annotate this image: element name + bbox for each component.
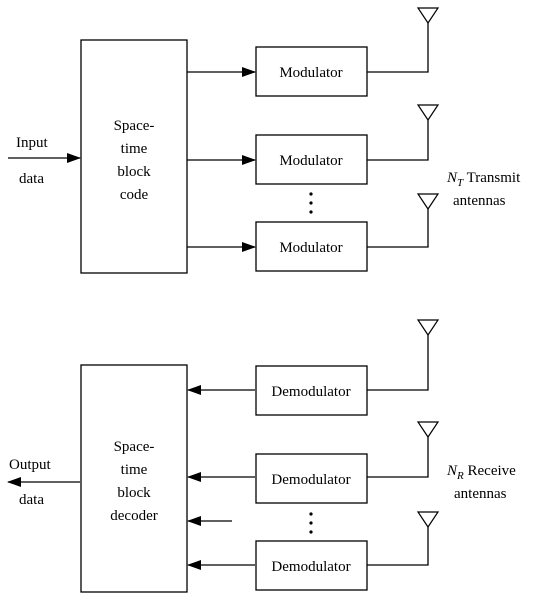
decoder-label-line-4: decoder bbox=[110, 508, 157, 524]
receiver-section: Output data Space- time block decoder De… bbox=[7, 319, 516, 593]
decoder-label-line-3: block bbox=[117, 485, 151, 501]
encoder-label-line-2: time bbox=[121, 141, 148, 157]
antenna-2-to-demodulator-wire bbox=[367, 437, 429, 478]
modulator-1-to-antenna-wire bbox=[367, 23, 429, 73]
modulator-3-to-antenna-wire bbox=[367, 209, 429, 248]
transmit-antenna-2-icon bbox=[416, 104, 440, 122]
demodulator-1-box bbox=[255, 365, 368, 416]
modulator-2-to-antenna-wire bbox=[367, 120, 429, 161]
transmit-antenna-3-icon bbox=[416, 193, 440, 211]
output-label: Output bbox=[9, 457, 52, 473]
modulator-1-label: Modulator bbox=[279, 65, 342, 81]
modulator-2-box bbox=[255, 134, 368, 185]
space-time-block-code-box bbox=[80, 39, 188, 274]
transmit-antenna-1-icon bbox=[416, 7, 440, 25]
transmit-antenna-subscript: T bbox=[457, 177, 464, 189]
modulator-2-label: Modulator bbox=[279, 153, 342, 169]
demodulator-2-label: Demodulator bbox=[271, 472, 350, 488]
input-data-label: data bbox=[19, 171, 44, 187]
antenna-3-to-demodulator-wire bbox=[367, 527, 429, 566]
receive-antenna-symbol: N bbox=[446, 463, 458, 479]
transmitter-section: Input data Space- time block code Modula… bbox=[8, 7, 521, 274]
decoder-label-line-1: Space- bbox=[114, 439, 155, 455]
decoder-label-line-2: time bbox=[121, 462, 148, 478]
receive-antenna-count-label: NR Receive bbox=[446, 463, 516, 482]
output-data-label: data bbox=[19, 492, 44, 508]
receive-antenna-2-icon bbox=[416, 421, 440, 439]
receive-antennas-label: antennas bbox=[454, 486, 507, 502]
transmit-antenna-count-label: NT Transmit bbox=[446, 170, 521, 189]
demodulator-1-label: Demodulator bbox=[271, 384, 350, 400]
encoder-label-line-3: block bbox=[117, 164, 151, 180]
encoder-label-line-1: Space- bbox=[114, 118, 155, 134]
modulator-1-box bbox=[255, 46, 368, 97]
receive-antenna-word: Receive bbox=[464, 463, 516, 479]
antenna-1-to-demodulator-wire bbox=[367, 335, 429, 391]
demodulator-2-box bbox=[255, 453, 368, 504]
encoder-label-line-4: code bbox=[120, 187, 149, 203]
transmit-antenna-word: Transmit bbox=[463, 170, 521, 186]
demodulator-3-label: Demodulator bbox=[271, 559, 350, 575]
space-time-block-decoder-box bbox=[80, 364, 188, 593]
receive-antenna-subscript: R bbox=[456, 470, 464, 482]
input-label: Input bbox=[16, 135, 48, 151]
transmit-antenna-symbol: N bbox=[446, 170, 458, 186]
transmit-antennas-label: antennas bbox=[453, 193, 506, 209]
demodulator-ellipsis bbox=[309, 512, 313, 534]
demodulator-3-box bbox=[255, 540, 368, 591]
modulator-3-box bbox=[255, 221, 368, 272]
modulator-3-label: Modulator bbox=[279, 240, 342, 256]
modulator-ellipsis bbox=[309, 192, 313, 214]
receive-antenna-3-icon bbox=[416, 511, 440, 529]
receive-antenna-1-icon bbox=[416, 319, 440, 337]
